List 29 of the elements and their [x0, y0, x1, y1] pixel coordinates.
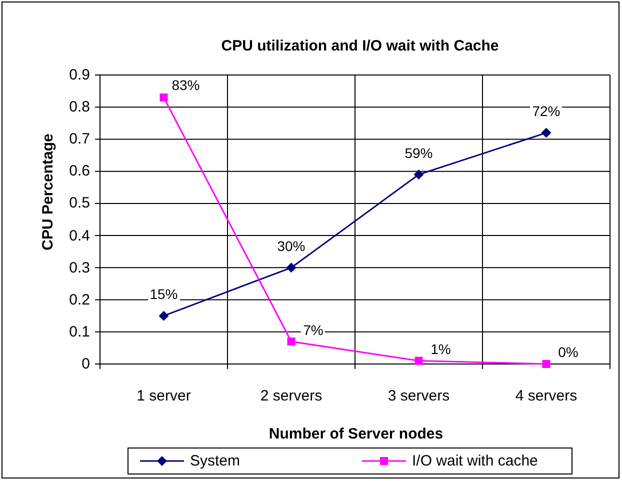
- tick-label: 0: [82, 356, 90, 372]
- tick-label: 0.7: [69, 130, 90, 148]
- data-label: 0%: [556, 344, 580, 360]
- tick-label: 3 servers: [388, 388, 450, 404]
- chart-title: CPU utilization and I/O wait with Cache: [221, 38, 499, 54]
- legend-label: I/O wait with cache: [412, 452, 538, 470]
- axis-title: CPU Percentage: [40, 134, 56, 250]
- point: [541, 128, 552, 138]
- tick-label: 0.1: [69, 323, 90, 340]
- point: [414, 170, 424, 180]
- tick-label: 0.9: [69, 66, 90, 84]
- point: [542, 360, 550, 368]
- tick-label: 0.6: [69, 162, 90, 180]
- point: [286, 262, 296, 273]
- tick-label: 2 servers: [260, 388, 322, 404]
- point: [287, 338, 296, 346]
- tick-label: 0.8: [69, 98, 90, 116]
- tick-label: 4 servers: [515, 388, 578, 404]
- tick-label: 0.3: [69, 259, 90, 276]
- point: [160, 93, 168, 102]
- tick-label: 1 server: [136, 388, 191, 404]
- legend-label: System: [190, 452, 240, 470]
- point: [158, 310, 169, 321]
- tick-label: 0.4: [69, 227, 90, 244]
- tick-label: 0.5: [69, 194, 90, 212]
- data-label: 83%: [170, 77, 202, 94]
- tick-label: 0.2: [69, 291, 90, 308]
- axis-title: Number of Server nodes: [268, 426, 444, 442]
- point: [414, 356, 423, 365]
